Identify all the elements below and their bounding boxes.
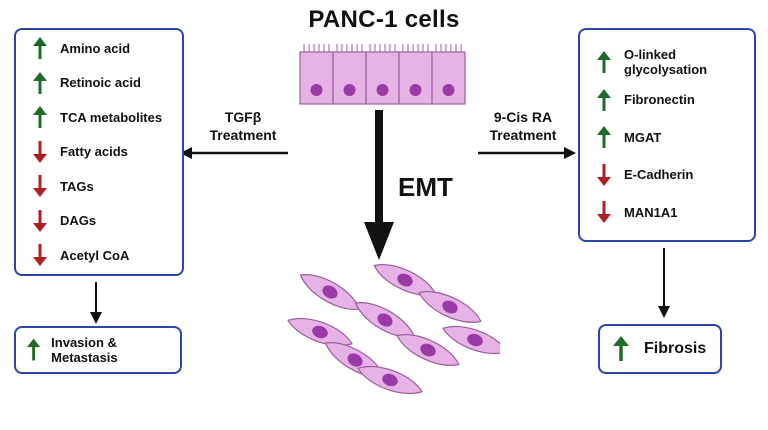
mesenchymal-cell (357, 365, 423, 395)
epithelial-cell (431, 51, 466, 105)
emt-label: EMT (398, 172, 453, 202)
cell-nucleus (420, 343, 436, 357)
emt-arrow (364, 110, 394, 260)
metabolite-row-label: TCA metabolites (60, 109, 163, 125)
cell-nucleus (397, 273, 413, 287)
metabolite-row: DAGs (32, 209, 96, 233)
up-arrow-icon (33, 37, 47, 59)
right-treatment-label: 9-Cis RA Treatment (468, 108, 578, 144)
marker-row: O-linked glycolysation (596, 47, 754, 77)
mesenchymal-cell (418, 291, 482, 323)
cell-nucleus (382, 373, 398, 387)
cell-nucleus (347, 353, 363, 367)
mesenchymal-cell (299, 274, 361, 310)
mesenchymal-cell (442, 325, 500, 355)
cell-nucleus (310, 84, 323, 96)
marker-row-label: Fibronectin (624, 92, 695, 107)
epithelial-cells (299, 44, 466, 105)
left-treatment-arrow (180, 147, 288, 159)
metabolite-row-label: DAGs (60, 213, 97, 228)
metabolite-row: Retinoic acid (32, 71, 141, 95)
metabolite-row: Amino acid (32, 36, 130, 60)
metabolite-row: Acetyl CoA (32, 243, 129, 267)
up-arrow-icon (597, 126, 611, 148)
up-arrow-icon (597, 51, 611, 73)
left-treatment-line1: TGFβ (224, 109, 262, 125)
metabolite-row-label: TAGs (60, 178, 94, 194)
mesenchymal-cell (373, 264, 437, 296)
right-treatment-arrow (478, 147, 576, 159)
up-arrow-icon (33, 71, 47, 94)
cell-nucleus (409, 84, 422, 96)
left-outcome-box: Invasion & Metastasis (14, 326, 182, 374)
marker-row-label: MGAT (624, 129, 662, 145)
mesenchymal-cells (287, 264, 500, 395)
down-arrow-icon (33, 209, 47, 232)
metabolite-row-label: Retinoic acid (60, 75, 141, 90)
metabolite-row: TAGs (32, 174, 94, 198)
down-arrow-icon (597, 201, 611, 223)
up-arrow-icon (26, 338, 41, 361)
left-outcome-arrow (90, 282, 102, 324)
up-arrow-icon (33, 106, 47, 128)
marker-row: MGAT (596, 125, 661, 149)
metabolite-row: Fatty acids (32, 140, 128, 164)
cell-nucleus (442, 84, 455, 96)
marker-row: MAN1A1 (596, 200, 677, 224)
cell-nucleus (377, 313, 393, 327)
epithelial-cell (398, 51, 433, 105)
left-treatment-label: TGFβ Treatment (188, 108, 298, 144)
right-treatment-line2: Treatment (489, 127, 557, 143)
marker-row: E-Cadherin (596, 163, 693, 187)
marker-row-label: MAN1A1 (624, 204, 678, 220)
left-treatment-line2: Treatment (209, 127, 277, 143)
mesenchymal-cell (287, 317, 353, 347)
cell-nucleus (376, 84, 389, 96)
right-outcome-label: Fibrosis (644, 340, 707, 357)
down-arrow-icon (597, 163, 611, 186)
cell-nucleus (343, 84, 356, 96)
right-treatment-line1: 9-Cis RA (493, 109, 553, 125)
metabolite-row-label: Acetyl CoA (60, 247, 130, 263)
cell-nucleus (322, 285, 338, 299)
up-arrow-icon (597, 88, 611, 111)
epithelial-cell (332, 51, 367, 105)
left-outcome-label: Invasion & Metastasis (51, 335, 118, 365)
cell-nucleus (442, 300, 458, 314)
cell-nucleus (312, 325, 328, 339)
mesenchymal-cell (396, 334, 460, 366)
epithelial-cell (299, 51, 334, 105)
metabolite-row-label: Amino acid (60, 40, 131, 56)
marker-row-label: O-linked glycolysation (624, 47, 708, 77)
marker-row: Fibronectin (596, 88, 695, 112)
down-arrow-icon (33, 140, 47, 163)
down-arrow-icon (33, 244, 47, 266)
metabolite-row: TCA metabolites (32, 105, 162, 129)
diagram-title: PANC-1 cells (308, 6, 460, 33)
marker-row-label: E-Cadherin (624, 167, 694, 182)
up-arrow-icon (613, 336, 629, 361)
cell-nucleus (467, 333, 483, 347)
epithelial-cell (365, 51, 400, 105)
down-arrow-icon (33, 175, 47, 197)
right-outcome-arrow (658, 248, 670, 318)
right-outcome-box: Fibrosis (598, 324, 722, 374)
metabolite-row-label: Fatty acids (60, 144, 128, 159)
